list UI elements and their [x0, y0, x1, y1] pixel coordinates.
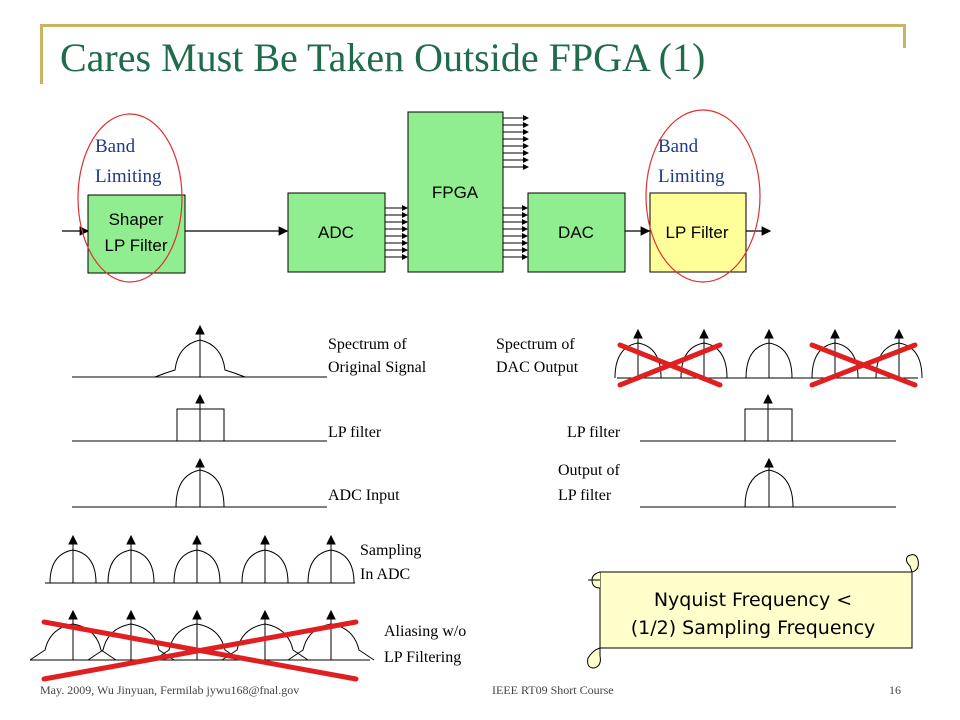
spectrum-original [72, 324, 327, 378]
label-aliasing-1: Aliasing w/o [384, 623, 466, 640]
frame-right-rule [903, 24, 906, 48]
nyquist-note-line1: Nyquist Frequency < [653, 589, 853, 611]
slide-title: Cares Must Be Taken Outside FPGA (1) [60, 35, 706, 80]
dac-spectrum-cross-right [809, 342, 918, 388]
adc-input-plot [72, 457, 327, 508]
label-spectrum-original-1: Spectrum of [328, 336, 407, 353]
output-lp-filter-plot [640, 457, 896, 508]
band-label-right-1: Band [658, 136, 699, 157]
shaper-label-1: Shaper [109, 210, 164, 229]
label-lp-filter-left: LP filter [328, 424, 382, 441]
nyquist-scroll [587, 554, 919, 669]
adc-block [287, 192, 386, 273]
lp-filter-left-plot [72, 393, 327, 442]
footer-author: May. 2009, Wu Jinyuan, Fermilab jywu168@… [40, 683, 300, 697]
adc-fpga-bus [385, 205, 408, 260]
fpga-upper-outputs [503, 115, 529, 170]
lp-filter-block [649, 192, 747, 273]
sampling-plot [45, 534, 355, 584]
dac-spectrum-cross-left [617, 342, 723, 388]
dac-label: DAC [558, 223, 594, 242]
dac-block [527, 192, 626, 273]
lp-filter-label: LP Filter [666, 223, 729, 242]
band-label-right-2: Limiting [658, 166, 725, 187]
band-limiting-ellipse-right [645, 109, 761, 283]
nyquist-note-line2: (1/2) Sampling Frequency [630, 617, 876, 639]
aliasing-cross [41, 619, 359, 682]
label-spectrum-original-2: Original Signal [328, 359, 427, 376]
label-adc-input: ADC Input [328, 487, 400, 504]
fpga-dac-bus [503, 205, 528, 260]
band-limiting-ellipse-left [77, 113, 183, 283]
label-spectrum-dac-1: Spectrum of [496, 336, 575, 353]
frame-left-rule [40, 24, 43, 84]
frame-top-rule [40, 24, 905, 27]
label-aliasing-2: LP Filtering [384, 649, 461, 666]
label-spectrum-dac-2: DAC Output [496, 359, 579, 376]
shaper-label-2: LP Filter [105, 236, 168, 255]
band-label-left-1: Band [95, 136, 136, 157]
shaper-block [87, 194, 186, 274]
label-output-lp-1: Output of [558, 462, 620, 479]
lp-filter-right-plot [640, 393, 896, 442]
fpga-block [407, 111, 504, 273]
adc-label: ADC [318, 223, 354, 242]
label-sampling-1: Sampling [360, 542, 421, 559]
label-lp-filter-right: LP filter [567, 424, 621, 441]
label-output-lp-2: LP filter [558, 487, 612, 504]
footer-course: IEEE RT09 Short Course [492, 683, 614, 697]
fpga-label: FPGA [432, 183, 479, 202]
dac-output-spectrum [614, 328, 923, 379]
footer-page-number: 16 [889, 683, 901, 697]
band-label-left-2: Limiting [95, 166, 162, 187]
nyquist-note: Nyquist Frequency < (1/2) Sampling Frequ… [598, 586, 908, 642]
label-sampling-2: In ADC [360, 566, 410, 583]
